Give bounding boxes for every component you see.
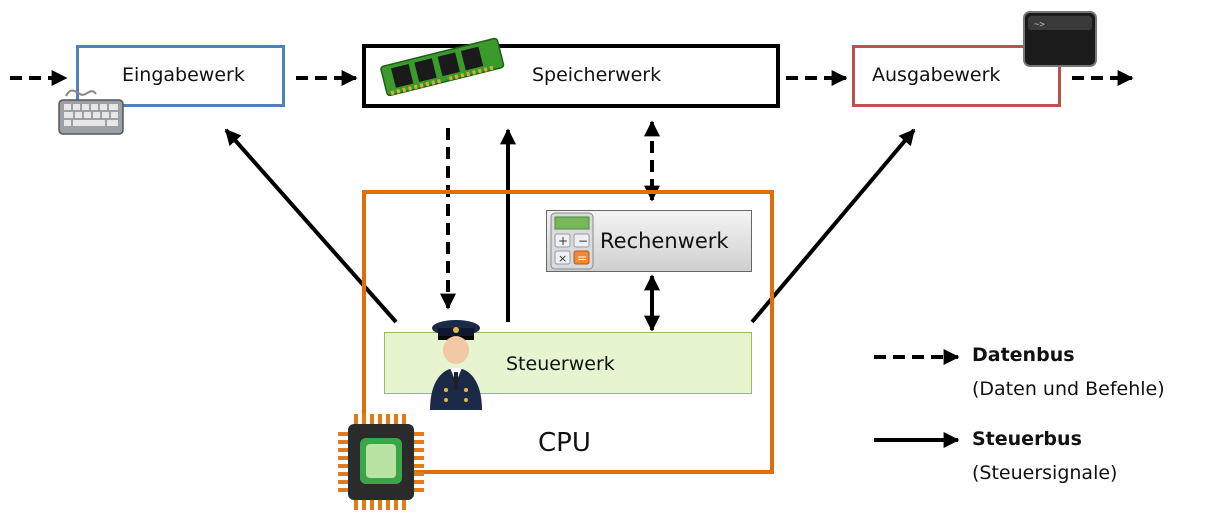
input-unit-box — [76, 45, 285, 107]
svg-text:~>: ~> — [1034, 20, 1045, 30]
legend-databus-desc: (Daten und Befehle) — [972, 378, 1165, 400]
memory-unit-label: Speicherwerk — [532, 64, 662, 86]
cpu-label: CPU — [538, 428, 591, 458]
output-unit-label: Ausgabewerk — [872, 64, 1001, 86]
legend-controlbus-title: Steuerbus — [972, 428, 1082, 450]
calculator-icon: + − × = — [550, 212, 594, 270]
controlbus-arrow-control-output — [750, 128, 916, 324]
svg-text:+: + — [558, 234, 568, 248]
alu-label: Rechenwerk — [600, 229, 729, 253]
control-unit-label: Steuerwerk — [506, 353, 615, 375]
svg-text:−: − — [578, 234, 588, 248]
cpu-chip-icon — [338, 414, 424, 510]
cpu-box — [362, 190, 774, 474]
svg-text:=: = — [577, 251, 587, 265]
officer-icon — [430, 320, 482, 410]
controlbus-arrow-control-input — [224, 128, 398, 324]
input-unit-label: Eingabewerk — [122, 64, 245, 86]
legend-controlbus-desc: (Steuersignale) — [972, 462, 1118, 484]
svg-text:×: × — [558, 252, 567, 265]
ram-module-icon — [380, 37, 505, 96]
terminal-icon: ~> — [1023, 11, 1097, 67]
legend-databus-title: Datenbus — [972, 344, 1075, 366]
keyboard-icon — [58, 89, 124, 135]
